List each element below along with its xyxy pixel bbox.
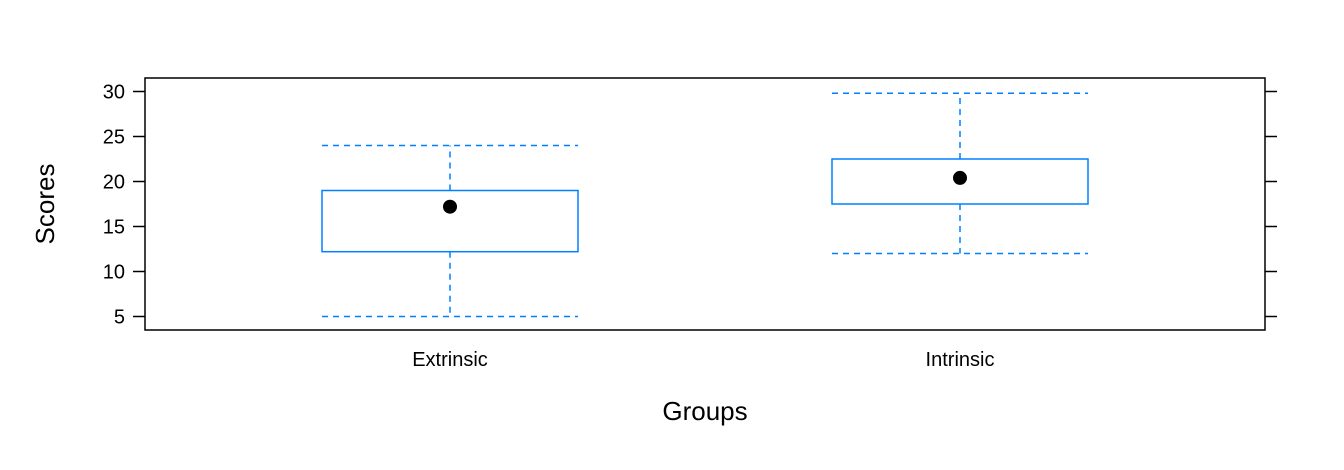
y-tick-label-15: 15 [103,217,125,239]
y-tick-label-5: 5 [114,307,125,329]
median-dot [443,199,457,214]
median-dot [953,170,967,185]
plot-frame [144,77,1266,331]
y-tick-label-25: 25 [103,127,125,149]
y-axis-right [1265,90,1277,318]
y-axis-label: Scores [30,164,60,245]
box-intrinsic [831,92,1089,255]
y-tick-label-20: 20 [103,172,125,194]
y-tick-label-30: 30 [103,82,125,104]
x-axis: Extrinsic Intrinsic [412,349,994,371]
y-axis-left: 5 10 15 20 25 30 [103,82,145,329]
x-tick-label-intrinsic: Intrinsic [926,349,995,371]
x-axis-label: Groups [662,396,747,426]
x-tick-label-extrinsic: Extrinsic [412,349,488,371]
y-tick-label-10: 10 [103,262,125,284]
boxes-layer [321,92,1089,318]
box-extrinsic [321,144,579,318]
iqr-box [321,189,579,253]
